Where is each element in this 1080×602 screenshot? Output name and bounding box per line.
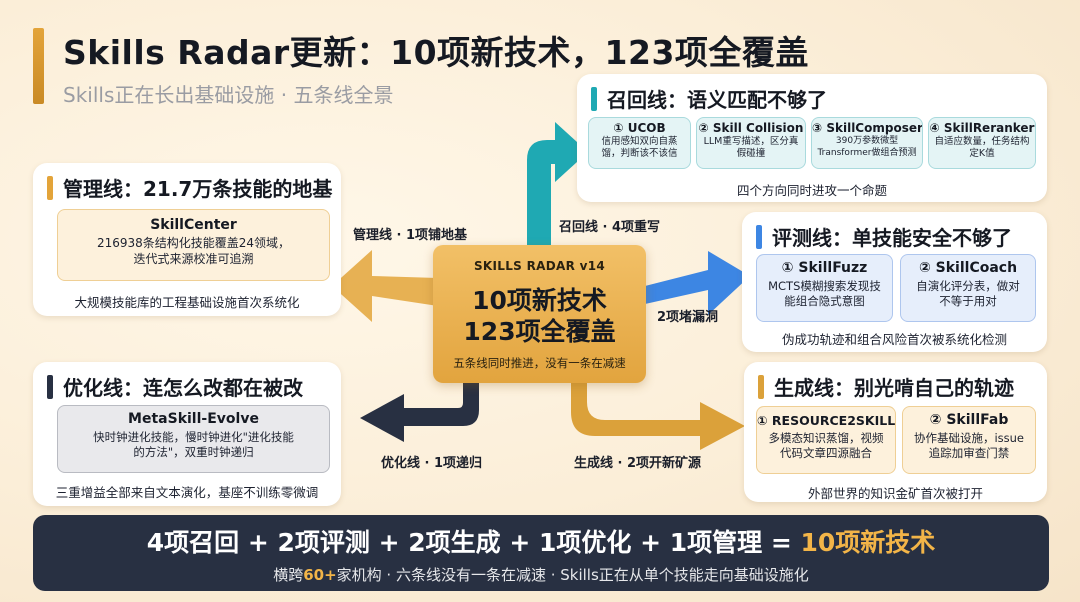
center-summary-box: SKILLS RADAR v14 10项新技术 123项全覆盖 五条线同时推进，… [433,245,646,383]
eval-heading-text: 评测线：单技能安全不够了 [772,226,1012,250]
recall-heading-text: 召回线：语义匹配不够了 [607,88,827,112]
center-version-tag: SKILLS RADAR v14 [473,259,606,273]
eval-panel-heading: 评测线：单技能安全不够了 [756,222,1012,251]
card-desc: 216938条结构化技能覆盖24领域，迭代式来源校准可追溯 [96,236,291,266]
card-title: ④ SkillReranker [929,121,1035,135]
card-title: ① UCOB [613,121,666,135]
card-title: ① SkillFuzz [781,260,868,276]
manage-panel-footer: 大规模技能库的工程基础设施首次系统化 [74,295,300,310]
center-headline-1: 10项新技术 [472,286,607,315]
generate-panel: 生成线：别光啃自己的轨迹 ① RESOURCE2SKILL 多模态知识蒸馏，视频… [744,362,1047,502]
card-title: ② SkillFab [929,412,1009,428]
recall-panel: 召回线：语义匹配不够了 ① UCOB 信用感知双向自蒸馏，判断该不该信 ② Sk… [577,74,1047,202]
card-title: ① RESOURCE2SKILL [757,413,896,428]
card-desc: 信用感知双向自蒸馏，判断该不该信 [601,136,678,160]
eval-card-skillfuzz: ① SkillFuzz MCTS模糊搜索发现技能组合隐式意图 [756,254,893,322]
optimize-panel-footer: 三重增益全部来自文本演化，基座不训练零微调 [55,485,319,500]
optimize-heading-text: 优化线：连怎么改都在被改 [63,376,303,400]
recall-arrow-label: 召回线 · 4项重写 [559,220,661,235]
eval-panel-footer: 伪成功轨迹和组合风险首次被系统化检测 [781,332,1007,347]
title-accent-bar [33,28,44,104]
manage-arrow [332,250,438,322]
optimize-panel-heading: 优化线：连怎么改都在被改 [47,372,303,401]
generate-accent-bar [758,374,764,399]
recall-card-skillcomposer: ③ SkillComposer 390万参数微型Transformer做组合预测 [811,117,923,169]
card-title: ② SkillCoach [918,260,1018,276]
banner-sub-count: 60+ [303,566,337,584]
optimize-arrow [360,383,479,442]
recall-panel-footer: 四个方向同时进攻一个命题 [736,183,887,198]
recall-card-skill-collision: ② Skill Collision LLM重写描述，区分真假碰撞 [696,117,806,169]
banner-equation: 4项召回 + 2项评测 + 2项生成 + 1项优化 + 1项管理 = 10项新技… [33,523,1049,559]
recall-card-ucob: ① UCOB 信用感知双向自蒸馏，判断该不该信 [588,117,691,169]
optimize-panel: 优化线：连怎么改都在被改 MetaSkill-Evolve 快时钟进化技能，慢时… [33,362,341,506]
manage-panel-heading: 管理线：21.7万条技能的地基 [47,173,332,202]
eval-arrow [645,251,750,315]
card-title: MetaSkill-Evolve [128,411,259,427]
optimize-card-metaskill-evolve: MetaSkill-Evolve 快时钟进化技能，慢时钟进化"进化技能的方法"，… [57,405,330,473]
card-desc: 快时钟进化技能，慢时钟进化"进化技能的方法"，双重时钟递归 [93,430,294,459]
eval-card-skillcoach: ② SkillCoach 自演化评分表，做对不等于用对 [900,254,1036,322]
card-desc: 390万参数微型Transformer做组合预测 [817,136,917,158]
generate-arrow-label: 生成线 · 2项开新矿源 [574,456,702,471]
recall-accent-bar [591,86,597,111]
page-title: Skills Radar更新：10项新技术，123项全覆盖 [63,33,809,72]
manage-heading-text: 管理线：21.7万条技能的地基 [63,177,333,201]
eval-accent-bar [756,224,762,249]
eval-panel: 评测线：单技能安全不够了 ① SkillFuzz MCTS模糊搜索发现技能组合隐… [742,212,1047,352]
eval-arrow-label: 2项堵漏洞 [657,310,719,325]
card-desc: 协作基础设施，issue追踪加审查门禁 [913,431,1025,460]
card-title: SkillCenter [150,217,237,233]
summary-banner: 4项召回 + 2项评测 + 2项生成 + 1项优化 + 1项管理 = 10项新技… [33,515,1049,591]
manage-arrow-label: 管理线 · 1项铺地基 [353,228,468,243]
page-subtitle: Skills正在长出基础设施 · 五条线全景 [63,83,394,107]
card-desc: 多模态知识蒸馏，视频代码文章四源融合 [768,431,884,460]
generate-panel-footer: 外部世界的知识金矿首次被打开 [807,486,983,501]
banner-subline: 横跨60+家机构 · 六条线没有一条在减速 · Skills正在从单个技能走向基… [33,564,1049,585]
recall-card-skillreranker: ④ SkillReranker 自适应数量，任务结构定K值 [928,117,1036,169]
optimize-accent-bar [47,374,53,399]
manage-accent-bar [47,175,53,200]
manage-panel: 管理线：21.7万条技能的地基 SkillCenter 216938条结构化技能… [33,163,341,316]
card-title: ② Skill Collision [698,121,804,135]
generate-arrow [571,383,745,450]
recall-panel-heading: 召回线：语义匹配不够了 [591,84,827,113]
center-headline-2: 123项全覆盖 [463,317,616,346]
banner-equation-text: 4项召回 + 2项评测 + 2项生成 + 1项优化 + 1项管理 = [146,528,801,557]
recall-arrow [527,122,588,250]
card-title: ③ SkillComposer [812,121,923,135]
card-desc: LLM重写描述，区分真假碰撞 [703,136,799,160]
optimize-arrow-label: 优化线 · 1项递归 [381,456,483,471]
banner-equation-total: 10项新技术 [800,528,936,557]
banner-sub-suffix: 家机构 · 六条线没有一条在减速 · Skills正在从单个技能走向基础设施化 [336,566,809,584]
card-desc: 自演化评分表，做对不等于用对 [916,279,1020,308]
center-note: 五条线同时推进，没有一条在减速 [453,356,626,370]
generate-card-skillfab: ② SkillFab 协作基础设施，issue追踪加审查门禁 [902,406,1036,474]
generate-heading-text: 生成线：别光啃自己的轨迹 [774,376,1014,400]
manage-card-skillcenter: SkillCenter 216938条结构化技能覆盖24领域，迭代式来源校准可追… [57,209,330,281]
banner-sub-prefix: 横跨 [273,566,304,584]
card-desc: MCTS模糊搜索发现技能组合隐式意图 [768,279,881,308]
card-desc: 自适应数量，任务结构定K值 [934,136,1030,160]
generate-card-resource2skill: ① RESOURCE2SKILL 多模态知识蒸馏，视频代码文章四源融合 [756,406,896,474]
generate-panel-heading: 生成线：别光啃自己的轨迹 [758,372,1014,401]
